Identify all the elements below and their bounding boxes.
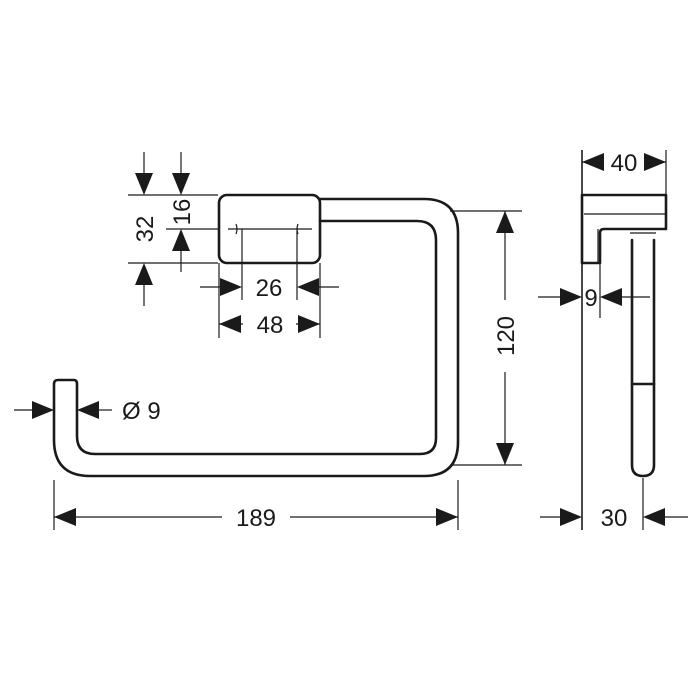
dimension-label-32: 32: [132, 216, 159, 243]
arrow-icon: [298, 315, 320, 333]
dimension-diameter-9: Ø 9: [14, 396, 161, 425]
arrow-icon: [219, 315, 241, 333]
dimension-label-40: 40: [611, 150, 638, 177]
arrow-icon: [560, 508, 582, 526]
arrow-icon: [600, 288, 622, 306]
dimension-189: 189: [53, 480, 459, 532]
dimension-16: 16: [166, 152, 218, 272]
dimension-48: 48: [218, 263, 321, 339]
dimension-label-9: 9: [584, 285, 597, 312]
arrow-icon: [560, 288, 582, 306]
dimension-label-26: 26: [256, 275, 283, 302]
side-view: [580, 150, 668, 530]
mount-hole-left: [235, 223, 238, 235]
dimension-label-diameter: Ø 9: [122, 398, 161, 425]
dimension-label-189: 189: [236, 505, 276, 532]
arrow-icon: [54, 508, 76, 526]
dimension-32: 32: [128, 152, 218, 306]
dimension-label-120: 120: [493, 316, 520, 356]
dimension-120: 120: [450, 210, 522, 466]
dimension-40: 40: [582, 149, 667, 194]
dimension-label-30: 30: [601, 505, 628, 532]
side-ring-rod: [630, 238, 656, 478]
dimension-30: 30: [540, 478, 688, 532]
dimension-label-48: 48: [257, 312, 284, 339]
arrow-icon: [297, 278, 319, 296]
ring-outer-outline: [52, 197, 460, 478]
arrow-icon: [32, 401, 54, 419]
arrow-icon: [220, 278, 242, 296]
arrow-icon: [172, 173, 190, 195]
dimension-9-side: 9: [538, 263, 650, 318]
arrow-icon: [135, 173, 153, 195]
dimension-label-16: 16: [169, 199, 196, 226]
arrow-icon: [135, 263, 153, 285]
wall-mount-block: [217, 193, 322, 265]
arrow-icon: [643, 508, 665, 526]
arrow-icon: [644, 153, 666, 171]
side-mount-profile: [580, 193, 668, 265]
dimension-26: 26: [200, 229, 339, 302]
arrow-icon: [436, 508, 458, 526]
arrow-icon: [496, 443, 514, 465]
arrow-icon: [496, 211, 514, 233]
arrow-icon: [77, 401, 99, 419]
arrow-icon: [172, 229, 190, 251]
arrow-icon: [582, 153, 604, 171]
